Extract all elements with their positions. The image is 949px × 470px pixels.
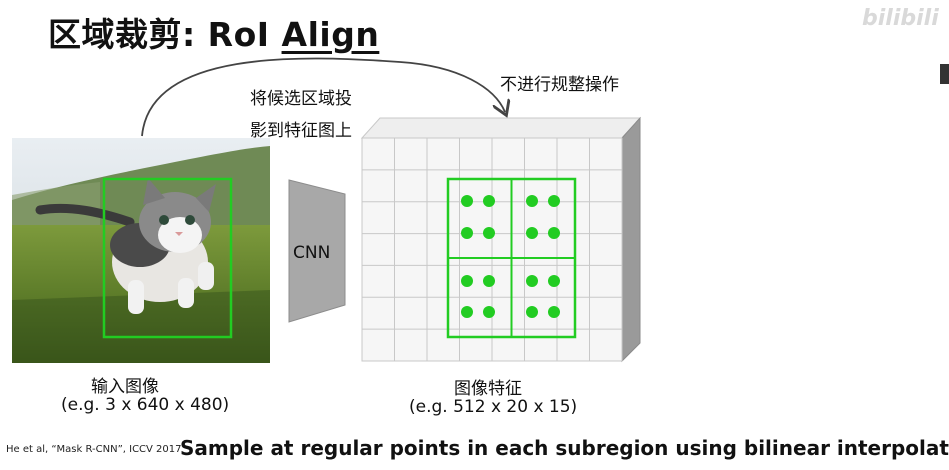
sample-point (461, 275, 473, 287)
cnn-label: CNN (293, 243, 331, 263)
sample-point (526, 306, 538, 318)
input-image (12, 138, 270, 363)
sample-point (548, 227, 560, 239)
slide-title: 区域裁剪: RoI Align (48, 8, 379, 56)
title-align: Align (281, 15, 380, 54)
bottom-caption: Sample at regular points in each subregi… (180, 436, 949, 460)
roi-box-feature (446, 177, 577, 339)
no-quantize-label: 不进行规整操作 (500, 75, 619, 95)
side-tab-icon[interactable] (940, 64, 949, 84)
sample-point (483, 275, 495, 287)
sample-point (548, 195, 560, 207)
watermark-logo: bilibili (862, 6, 939, 31)
sample-point (483, 227, 495, 239)
title-prefix: 区域裁剪: RoI (48, 15, 282, 54)
sample-point (526, 275, 538, 287)
sample-point (461, 195, 473, 207)
sample-point (548, 306, 560, 318)
sample-point (483, 195, 495, 207)
arc-label-line1: 将候选区域投 (250, 89, 352, 109)
sample-point (483, 306, 495, 318)
input-dims: (e.g. 3 x 640 x 480) (61, 395, 230, 415)
feature-label: 图像特征 (454, 379, 522, 399)
sample-point (548, 275, 560, 287)
feature-dims: (e.g. 512 x 20 x 15) (409, 397, 578, 417)
sample-point (526, 227, 538, 239)
roi-box-image (102, 177, 233, 339)
arc-label-line2: 影到特征图上 (250, 121, 352, 141)
feature-map-cube (360, 116, 642, 363)
citation: He et al, “Mask R-CNN”, ICCV 2017 (6, 444, 182, 455)
sample-point (461, 306, 473, 318)
input-label: 输入图像 (91, 377, 159, 397)
cnn-block (288, 179, 346, 323)
sample-point (526, 195, 538, 207)
curved-arrow-icon (141, 57, 505, 137)
sample-point (461, 227, 473, 239)
